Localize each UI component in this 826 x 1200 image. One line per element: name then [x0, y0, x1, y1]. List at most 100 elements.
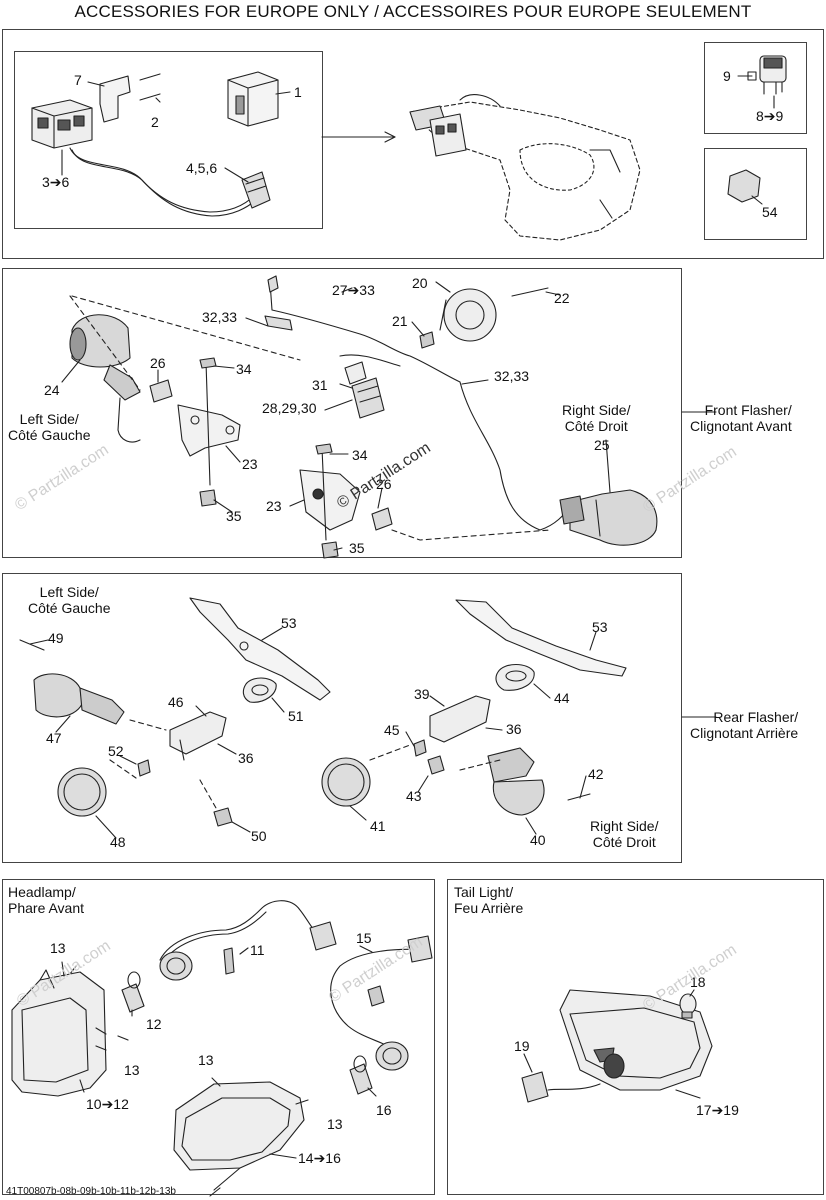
callout-35-left: 35 — [226, 508, 242, 524]
callout-17-19: 17➔19 — [696, 1102, 739, 1118]
spacer-26-art — [150, 380, 172, 402]
figure-code: 41T00807b-08b-09b-10b-11b-12b-13b — [6, 1186, 176, 1197]
callout-27-33: 27➔33 — [332, 282, 375, 298]
rear-right-lens-art — [322, 758, 370, 806]
callout-12: 12 — [146, 1016, 162, 1032]
switch-inset-art — [738, 56, 786, 108]
callout-1: 1 — [294, 84, 302, 100]
callout-36-right: 36 — [506, 721, 522, 737]
headlamp-title: Headlamp/ Phare Avant — [8, 884, 85, 916]
screws-2-art — [140, 74, 160, 100]
front-flasher-bracket-left-art — [178, 405, 240, 456]
callout-14-16: 14➔16 — [298, 1150, 341, 1166]
callout-43: 43 — [406, 788, 422, 804]
bolt-22-art — [512, 288, 548, 296]
nut-45-art — [414, 740, 426, 756]
nut-35-art — [200, 490, 216, 506]
rear-bracket-39-art — [430, 696, 490, 742]
callout-23-left: 23 — [242, 456, 258, 472]
rear-flasher-panel — [2, 573, 682, 863]
callout-7: 7 — [74, 72, 82, 88]
headlamp-panel — [2, 879, 435, 1195]
callout-47: 47 — [46, 730, 62, 746]
connector-19-art — [522, 1072, 600, 1102]
callout-21: 21 — [392, 313, 408, 329]
callout-9: 9 — [723, 68, 731, 84]
page-title: ACCESSORIES FOR EUROPE ONLY / ACCESSOIRE… — [74, 2, 752, 21]
callout-19: 19 — [514, 1038, 530, 1054]
headlamp-left-art — [12, 966, 106, 1096]
callout-22: 22 — [554, 290, 570, 306]
callout-16: 16 — [376, 1102, 392, 1118]
nut-43-art — [428, 756, 444, 774]
front-flasher-right-lamp-art — [560, 490, 657, 545]
callout-48: 48 — [110, 834, 126, 850]
front-left-side-label: Left Side/ Côté Gauche — [8, 411, 91, 443]
callout-34-right: 34 — [352, 447, 368, 463]
callout-54: 54 — [762, 204, 778, 220]
callout-45: 45 — [384, 722, 400, 738]
rear-right-lamp-art — [488, 748, 544, 815]
connector-inset-box — [704, 148, 807, 240]
callout-52: 52 — [108, 743, 124, 759]
callout-34-left: 34 — [236, 361, 252, 377]
vehicle-front-art — [410, 95, 640, 240]
callout-40: 40 — [530, 832, 546, 848]
callout-31: 31 — [312, 377, 328, 393]
callout-13-left: 13 — [124, 1062, 140, 1078]
spacer-26-right-art — [372, 508, 392, 530]
front-harness-art — [265, 276, 570, 530]
callout-53-left: 53 — [281, 615, 297, 631]
callout-8-9: 8➔9 — [756, 108, 784, 124]
nut-52-art — [138, 760, 150, 776]
callout-35-right: 35 — [349, 540, 365, 556]
tail-light-title: Tail Light/ Feu Arrière — [454, 884, 524, 916]
nut-50-art — [214, 808, 232, 826]
callout-3-6: 3➔6 — [42, 174, 70, 190]
bolt-34-right-art — [322, 448, 326, 540]
callout-26-left: 26 — [150, 355, 166, 371]
bolt-34-art — [206, 362, 210, 485]
front-flasher-left-lamp-art — [70, 315, 140, 442]
rear-flasher-title: Rear Flasher/ Clignotant Arrière — [690, 709, 799, 741]
callout-20: 20 — [412, 275, 428, 291]
screw-42-art — [568, 794, 590, 800]
tail-light-panel — [447, 879, 824, 1195]
tail-light-art — [560, 990, 712, 1090]
bulb-12-art — [122, 972, 144, 1012]
front-flasher-panel — [2, 268, 682, 558]
headlamp-harness-art — [160, 901, 336, 980]
callout-36-left: 36 — [238, 750, 254, 766]
rear-bracket-right-art — [456, 600, 626, 676]
grommet-44-art — [496, 665, 534, 691]
switch-harness-art — [70, 148, 255, 212]
callout-13-mid: 13 — [198, 1052, 214, 1068]
callout-42: 42 — [588, 766, 604, 782]
callout-2: 2 — [151, 114, 159, 130]
callout-18: 18 — [690, 974, 706, 990]
clip-31-art — [345, 362, 366, 384]
front-flasher-bracket-right-art — [300, 470, 360, 530]
rear-left-side-label: Left Side/ Côté Gauche — [28, 584, 111, 616]
rear-bracket-left-art — [190, 598, 330, 700]
callout-28-29-30: 28,29,30 — [262, 400, 317, 416]
nut-35-right-art — [322, 542, 338, 558]
grommet-51-art — [243, 678, 276, 702]
callout-25: 25 — [594, 437, 610, 453]
switch-housing-art — [32, 100, 92, 148]
callout-10-12: 10➔12 — [86, 1096, 129, 1112]
bulb-16-art — [350, 1056, 372, 1094]
relay-1-art — [228, 72, 278, 126]
rear-left-lamp-art — [34, 674, 124, 724]
callout-32-33-left: 32,33 — [202, 309, 238, 325]
callout-39: 39 — [414, 686, 430, 702]
switch-inset-box — [704, 42, 807, 134]
accessories-inner-box — [14, 51, 323, 229]
connector-28-30-art — [352, 378, 384, 418]
callout-13-right: 13 — [327, 1116, 343, 1132]
connector-456-art — [242, 172, 270, 208]
callout-26-right: 26 — [376, 476, 392, 492]
callout-24: 24 — [44, 382, 60, 398]
front-flasher-title: Front Flasher/ Clignotant Avant — [690, 402, 792, 434]
